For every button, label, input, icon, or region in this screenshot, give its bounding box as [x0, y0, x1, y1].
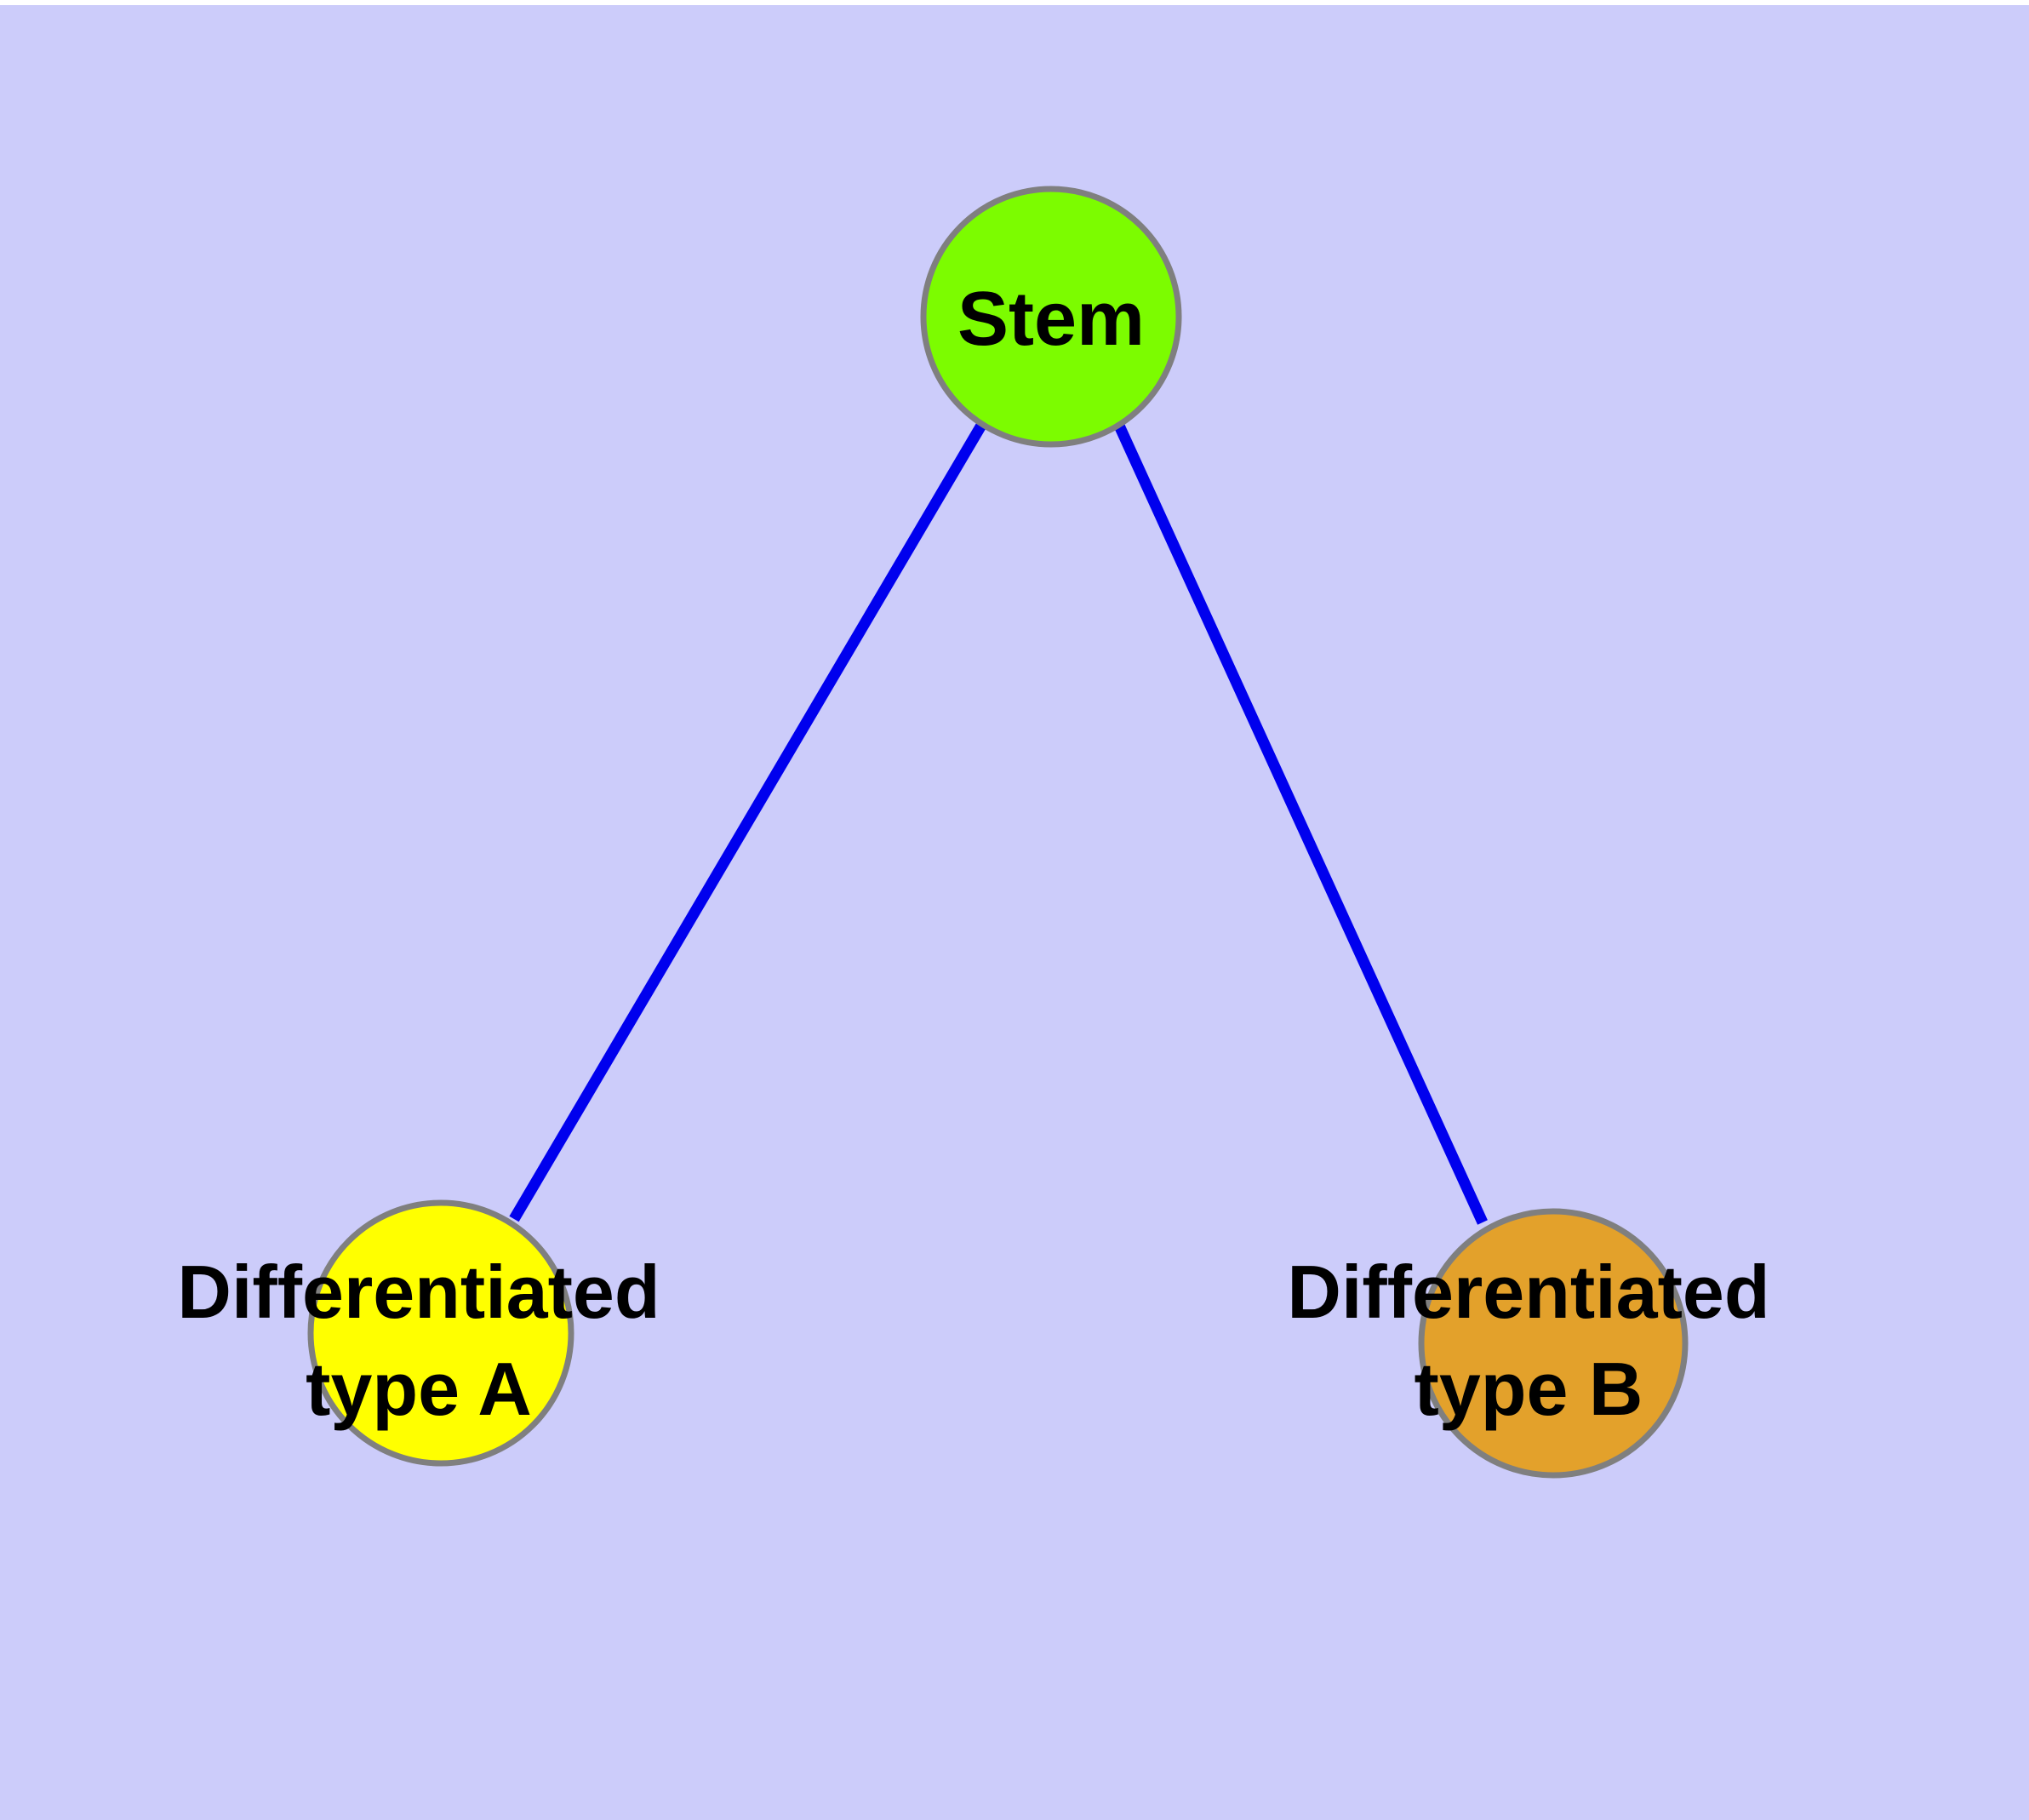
node-type-b-circle[interactable]	[1418, 1208, 1689, 1479]
node-type-a-label-line1: Differentiated	[177, 1250, 660, 1334]
node-type-b-label-line1: Differentiated	[1287, 1250, 1769, 1334]
edge-stem-to-type-b[interactable]	[1114, 423, 1488, 1225]
edge-stem-to-type-a[interactable]	[509, 421, 987, 1222]
node-differentiated-type-b[interactable]: Differentiated type B	[1287, 1208, 1770, 1479]
node-stem-circle[interactable]	[920, 186, 1182, 448]
node-type-a-label-line2: type A	[306, 1347, 532, 1431]
node-stem-label: Stem	[957, 277, 1145, 362]
node-differentiated-type-a[interactable]: Differentiated type A	[177, 1199, 660, 1467]
node-group: Stem Differentiated type A Differentiate…	[177, 186, 1770, 1479]
edge-group	[509, 421, 1488, 1225]
node-stem[interactable]: Stem	[920, 186, 1182, 448]
node-type-a-circle[interactable]	[307, 1199, 574, 1467]
node-type-b-label-line2: type B	[1415, 1347, 1643, 1431]
